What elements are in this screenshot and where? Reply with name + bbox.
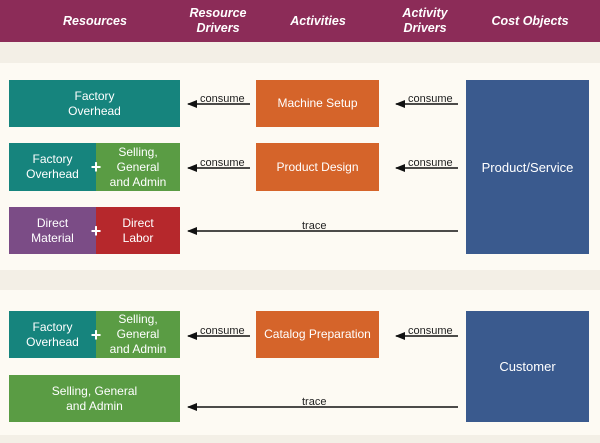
trace-label: trace (302, 220, 327, 232)
plus-sign: + (90, 325, 102, 345)
header-activity-drivers: Activity Drivers (385, 0, 465, 42)
trace-label: trace (302, 396, 327, 408)
plus-sign: + (90, 157, 102, 177)
direct-material-box: Direct Material (9, 207, 96, 254)
consume-label: consume (200, 93, 245, 105)
consume-label: consume (408, 325, 453, 337)
machine-setup-box: Machine Setup (256, 80, 379, 127)
customer-box: Customer (466, 311, 589, 422)
selling-general-admin-box: Selling, General and Admin (96, 143, 180, 191)
product-service-box: Product/Service (466, 80, 589, 254)
factory-overhead-box: Factory Overhead (9, 311, 96, 358)
header-resource-drivers-label: Resource Drivers (189, 6, 247, 35)
consume-label: consume (200, 325, 245, 337)
consume-label: consume (200, 157, 245, 169)
direct-labor-box: Direct Labor (96, 207, 180, 254)
header-bar (0, 0, 600, 42)
product-design-box: Product Design (256, 143, 379, 191)
header-activity-drivers-label: Activity Drivers (402, 6, 448, 35)
selling-general-admin-box: Selling, General and Admin (96, 311, 180, 358)
plus-sign: + (90, 221, 102, 241)
header-activities: Activities (290, 13, 346, 28)
selling-general-admin-box: Selling, General and Admin (9, 375, 180, 422)
factory-overhead-box: Factory Overhead (9, 80, 180, 127)
catalog-preparation-box: Catalog Preparation (256, 311, 379, 358)
header-resources: Resources (63, 13, 127, 28)
header-cost-objects: Cost Objects (491, 13, 569, 28)
consume-label: consume (408, 157, 453, 169)
factory-overhead-box: Factory Overhead (9, 143, 96, 191)
header-resource-drivers: Resource Drivers (178, 0, 258, 42)
consume-label: consume (408, 93, 453, 105)
